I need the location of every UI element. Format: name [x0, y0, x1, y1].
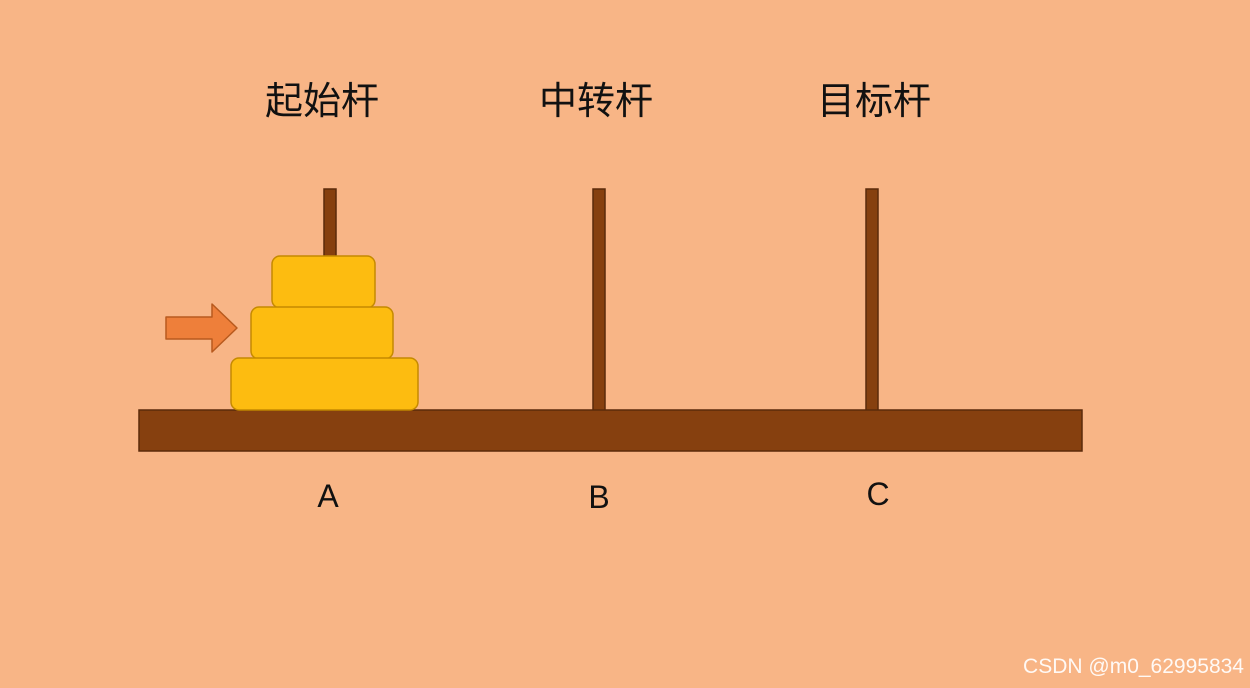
arrow-right-icon	[165, 303, 238, 353]
rod-label-a: A	[317, 478, 339, 514]
rod-title-target: 目标杆	[817, 79, 931, 123]
disk-medium	[250, 306, 394, 360]
rod-c	[865, 188, 879, 412]
rod-label-c: C	[866, 476, 889, 512]
base-board	[138, 409, 1083, 452]
rod-b	[592, 188, 606, 412]
disk-small	[271, 255, 376, 309]
rod-title-middle: 中转杆	[539, 79, 653, 123]
rod-title-start: 起始杆	[265, 79, 379, 123]
rod-label-b: B	[588, 479, 609, 515]
disk-large	[230, 357, 419, 411]
watermark: CSDN @m0_62995834	[1023, 655, 1244, 678]
